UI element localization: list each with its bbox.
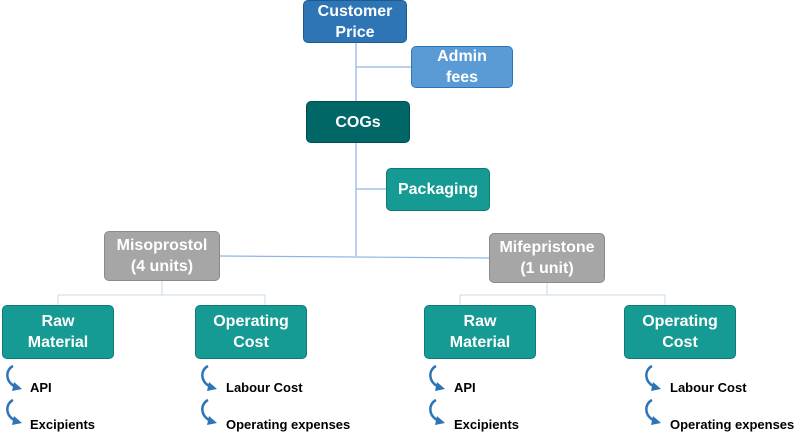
curved-arrow-icon [645, 364, 661, 391]
curved-arrow-icon [201, 398, 217, 425]
miso-labour-cost-label: Labour Cost [226, 380, 303, 395]
mife-labour-cost-label: Labour Cost [670, 380, 747, 395]
curved-arrow-icon [201, 364, 217, 391]
mifepristone-node: Mifepristone (1 unit) [489, 233, 605, 283]
curved-arrow-icon [645, 398, 661, 425]
mife-api-label: API [454, 380, 476, 395]
mife-operating-expenses-label: Operating expenses [670, 417, 795, 432]
cogs-node: COGs [306, 101, 410, 143]
mife-excipients-label: Excipients [454, 417, 520, 432]
admin-fees-node: Admin fees [411, 46, 513, 88]
customer-price-node: Customer Price [303, 0, 407, 43]
misoprostol-node: Misoprostol (4 units) [104, 231, 220, 281]
miso-excipients-label: Excipients [30, 417, 96, 432]
mife-raw-material-node: Raw Material [424, 305, 536, 359]
miso-api-label: API [30, 380, 52, 395]
curved-arrow-icon [429, 364, 445, 391]
miso-raw-material-node: Raw Material [2, 305, 114, 359]
product-connector [219, 255, 490, 259]
packaging-node: Packaging [386, 168, 490, 211]
curved-arrow-icon [6, 364, 22, 391]
miso-operating-cost-node: Operating Cost [195, 305, 307, 359]
curved-arrow-icon [429, 398, 445, 425]
mife-operating-cost-node: Operating Cost [624, 305, 736, 359]
miso-operating-expenses-label: Operating expenses [226, 417, 351, 432]
curved-arrow-icon [6, 398, 22, 425]
